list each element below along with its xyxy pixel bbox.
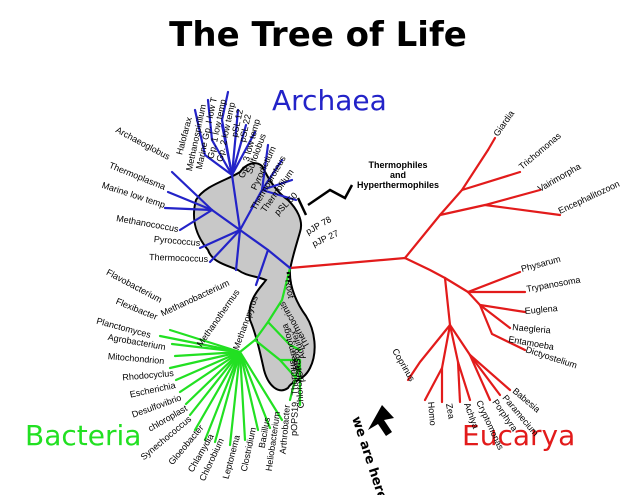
archaea-leaf-label: Thermococcus	[149, 252, 209, 264]
eucarya-leaf-label: Encephalitozoon	[557, 179, 622, 216]
root-label: Root	[283, 279, 296, 300]
thermophile-pointer-line	[307, 184, 354, 207]
bacteria-leaf-label: Clostridium	[239, 426, 258, 472]
eucarya-leaf-label: Coprinus	[390, 347, 417, 384]
archaea-branches	[163, 90, 298, 287]
bacteria-leaf-label: pOPS19	[289, 402, 300, 436]
root-marker	[286, 271, 292, 283]
bacteria-leaf-label: Flavobacterium	[105, 267, 164, 305]
eucarya-leaf-label: Zea	[444, 403, 457, 420]
eucarya-leaf-label: Homo	[426, 401, 438, 426]
eucarya-leaf-label: Naegleria	[512, 322, 551, 335]
bacteria-leaf-label: Chloroflexus	[292, 357, 306, 408]
eucarya-branches	[288, 136, 562, 404]
eucarya-leaf-label: Physarum	[520, 254, 562, 274]
we-are-here-arrow	[368, 405, 394, 436]
eucarya-leaf-label: Giardia	[491, 109, 516, 139]
eucarya-leaf-label: Trypanosoma	[526, 275, 582, 294]
bacteria-leaf-label: Rhodocyclus	[122, 368, 175, 382]
thermophiles-and-label: and	[390, 170, 406, 180]
bacteria-leaf-label: Arthrobacter	[278, 404, 292, 454]
figure-title: The Tree of Life	[169, 15, 467, 55]
archaea-leaf-label: Archaeoglobus	[114, 125, 172, 162]
hyperthermophiles-label: Hyperthermophiles	[357, 180, 439, 190]
eucarya-leaf-label: Trichomonas	[517, 130, 563, 171]
domain-label-archaea: Archaea	[272, 84, 387, 117]
thermophiles-label: Thermophiles	[368, 160, 427, 170]
domain-label-bacteria: Bacteria	[25, 419, 141, 452]
bacteria-leaf-label: Mitochondrion	[108, 351, 165, 366]
eucarya-leaf-label: Euglena	[524, 303, 558, 316]
bacteria-leaf-label: Thermus	[287, 359, 300, 396]
thermophile-pointer-line-2	[296, 197, 308, 216]
eucarya-leaf-label: Vairimorpha	[536, 161, 582, 194]
archaea-leaf-label: Pyrococcus	[153, 234, 201, 248]
domain-label-eucarya: Eucarya	[462, 419, 575, 452]
bacteria-branches	[158, 266, 302, 447]
archaea-leaf-label: Methanococcus	[116, 213, 180, 234]
